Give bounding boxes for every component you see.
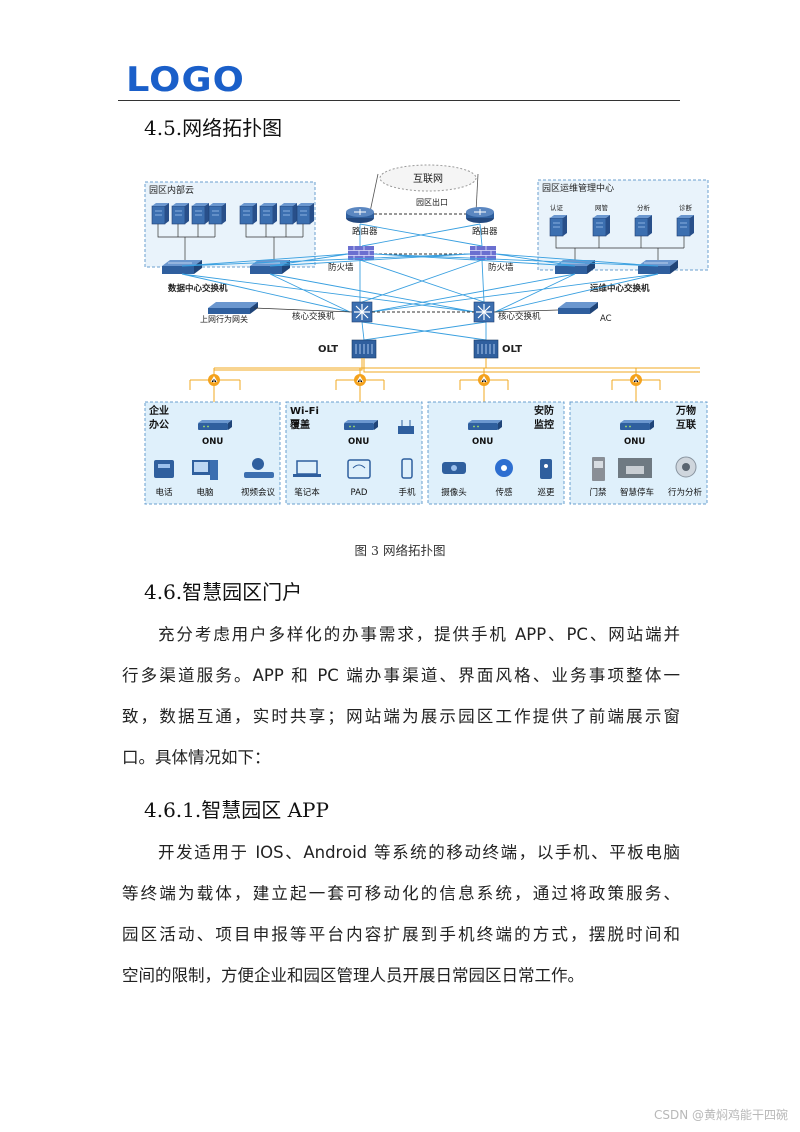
firewall-left-label: 防火墙 [328, 262, 354, 273]
park-exit-label: 园区出口 [416, 197, 448, 207]
onu-label: ONU [472, 437, 493, 447]
ops-switch-right-icon [637, 259, 679, 275]
router-left-label: 路由器 [352, 226, 378, 237]
svg-text:Wi-Fi: Wi-Fi [290, 406, 319, 417]
paragraph-portal: 充分考虑用户多样化的办事需求，提供手机 APP、PC、网站端并 行多渠道服务。A… [122, 614, 680, 778]
svg-text:办公: 办公 [149, 418, 169, 431]
ac-icon [558, 302, 598, 314]
onu-label: ONU [348, 437, 369, 447]
group-iot: 万物 互联 [569, 401, 708, 505]
phone-icon [154, 460, 174, 478]
device-label: 传感 [495, 487, 513, 498]
device-label: 笔记本 [294, 487, 320, 498]
olt-right-label: OLT [502, 344, 522, 355]
paragraph-line: 等终端为载体，建立起一套可移动化的信息系统，通过将政策服务、 [122, 884, 680, 903]
svg-text:万物: 万物 [675, 404, 696, 417]
ops-server-label: 网管 [595, 203, 609, 212]
device-label: 视频会议 [241, 487, 276, 498]
park-internal-cloud-title: 园区内部云 [149, 184, 194, 196]
watermark: CSDN @黄焖鸡能干四碗 [653, 1108, 788, 1122]
camera-icon [442, 462, 466, 474]
device-label: 行为分析 [668, 487, 703, 498]
olt-left-label: OLT [318, 344, 338, 355]
network-topology-figure: 互联网 园区出口 园区内部云 数据中心交换机 园区运维管理中心 认证 网管 分析… [140, 162, 712, 510]
router-right-label: 路由器 [472, 226, 498, 237]
ac-label: AC [600, 314, 612, 324]
svg-text:企业: 企业 [148, 404, 169, 417]
behavior-gateway-label: 上网行为网关 [200, 314, 248, 324]
smart-parking-icon [618, 458, 652, 478]
device-label: 手机 [398, 487, 416, 498]
logo: LOGO [126, 60, 245, 100]
paragraph-line: 充分考虑用户多样化的办事需求，提供手机 APP、PC、网站端并 [158, 625, 680, 644]
svg-text:监控: 监控 [534, 418, 554, 431]
ops-server-label: 诊断 [679, 203, 693, 212]
device-label: 巡更 [537, 487, 555, 498]
paragraph-line: 口。具体情况如下： [122, 748, 271, 767]
section-heading-4-5: 4.5.网络拓扑图 [144, 116, 283, 140]
device-label: 摄像头 [441, 487, 467, 498]
mobile-phone-icon [401, 458, 413, 479]
access-point-icon [398, 420, 414, 434]
ops-switch-label: 运维中心交换机 [590, 283, 650, 294]
svg-text:覆盖: 覆盖 [290, 418, 310, 431]
group-enterprise-office: 企业 办公 [144, 401, 281, 505]
sensor-icon [495, 459, 513, 477]
figure-caption: 图 3 网络拓扑图 [354, 543, 446, 558]
behavior-analysis-icon [675, 456, 697, 478]
onu-label: ONU [202, 437, 223, 447]
paragraph-line: 开发适用于 IOS、Android 等系统的移动终端，以手机、平板电脑 [158, 843, 680, 862]
onu-label: ONU [624, 437, 645, 447]
computer-icon [192, 460, 218, 480]
device-label: 电话 [155, 487, 173, 498]
dc-switch-left-icon [161, 259, 203, 275]
section-heading-4-6: 4.6.智慧园区门户 [144, 580, 303, 604]
device-label: 智慧停车 [620, 487, 654, 498]
firewall-right-label: 防火墙 [488, 262, 514, 273]
internet-label: 互联网 [413, 173, 443, 185]
core-switch-right-label: 核心交换机 [498, 311, 541, 322]
svg-text:安防: 安防 [534, 404, 554, 417]
paragraph-line: 行多渠道服务。APP 和 PC 端办事渠道、界面风格、业务事项整体一 [122, 666, 680, 685]
pad-icon [347, 459, 371, 479]
section-heading-4-6-1: 4.6.1.智慧园区 APP [144, 798, 329, 822]
device-label: 门禁 [589, 487, 607, 498]
header-divider [118, 100, 680, 101]
internet-cloud: 互联网 [379, 164, 477, 192]
ops-center-title: 园区运维管理中心 [542, 182, 614, 194]
paragraph-app: 开发适用于 IOS、Android 等系统的移动终端，以手机、平板电脑 等终端为… [122, 832, 680, 996]
device-label: PAD [351, 488, 368, 498]
access-control-icon [592, 457, 605, 481]
ops-server-label: 认证 [550, 203, 564, 212]
device-label: 电脑 [196, 487, 214, 498]
svg-text:互联: 互联 [676, 418, 696, 431]
paragraph-line: 园区活动、项目申报等平台内容扩展到手机终端的方式，摆脱时间和 [122, 925, 680, 944]
park-internal-cloud-box [144, 181, 316, 268]
group-security-monitoring: 安防 监控 [427, 401, 565, 505]
ops-server-label: 分析 [637, 203, 651, 212]
core-switch-left-label: 核心交换机 [292, 311, 335, 322]
group-wifi-coverage: Wi-Fi 覆盖 [285, 401, 423, 505]
video-conference-icon [244, 458, 274, 478]
paragraph-line: 致，数据互通，实时共享；网站端为展示园区工作提供了前端展示窗 [122, 707, 680, 726]
paragraph-line: 空间的限制，方便企业和园区管理人员开展日常园区日常工作。 [122, 966, 584, 985]
laptop-icon [293, 460, 321, 477]
patrol-icon [540, 459, 552, 479]
behavior-gateway-icon [208, 302, 258, 314]
dc-switch-label: 数据中心交换机 [168, 283, 228, 294]
